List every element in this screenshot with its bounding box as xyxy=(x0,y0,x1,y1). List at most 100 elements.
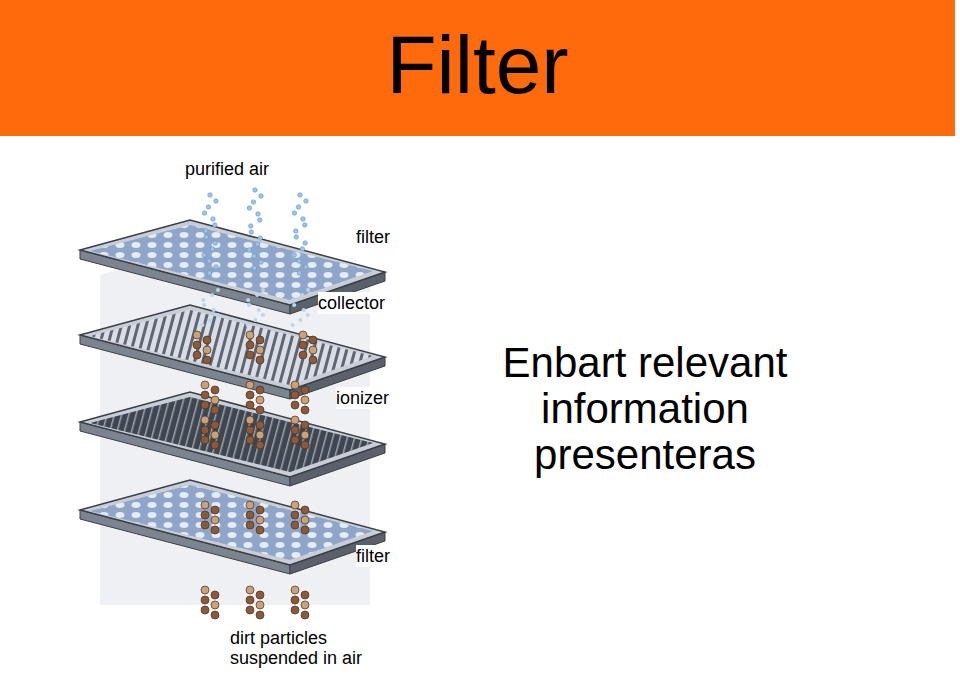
dirt-particle xyxy=(301,526,309,534)
clean-air-bubble xyxy=(210,293,214,297)
dirt-particle xyxy=(201,381,209,389)
clean-air-bubble xyxy=(306,288,310,292)
dirt-particle xyxy=(193,351,201,359)
dirt-particle xyxy=(246,426,254,434)
dirt-particle xyxy=(301,431,309,439)
dirt-particle xyxy=(211,516,219,524)
dirt-particle xyxy=(246,416,254,424)
clean-air-bubble xyxy=(213,241,218,246)
part-label: collector xyxy=(318,292,408,314)
clean-air-bubble xyxy=(306,313,310,317)
dirt-particle xyxy=(211,431,219,439)
dirt-particle xyxy=(211,421,219,429)
clean-air-bubble xyxy=(304,199,309,204)
clean-air-bubble xyxy=(201,298,205,302)
clean-air-bubble xyxy=(297,259,302,264)
clean-air-bubble xyxy=(253,188,258,193)
dirt-particle xyxy=(299,341,307,349)
dirt-particle xyxy=(291,596,299,604)
dirt-particle xyxy=(246,331,254,339)
clean-air-bubble xyxy=(207,259,212,264)
dirt-particle xyxy=(203,346,211,354)
clean-air-bubble xyxy=(256,212,261,217)
clean-air-bubble xyxy=(216,313,220,317)
clean-air-bubble xyxy=(294,229,299,234)
dirt-particle xyxy=(291,606,299,614)
clean-air-bubble xyxy=(251,200,256,205)
dirt-particle xyxy=(299,331,307,339)
dirt-particle xyxy=(256,506,264,514)
clean-air-bubble xyxy=(298,193,303,198)
dirt-particle xyxy=(301,591,309,599)
dirt-particle xyxy=(301,406,309,414)
clean-air-bubble xyxy=(292,303,296,307)
clean-air-bubble xyxy=(249,224,254,229)
dirt-particle xyxy=(291,416,299,424)
dirt-particle xyxy=(201,511,209,519)
dirt-particle xyxy=(246,436,254,444)
dirt-particle xyxy=(193,331,201,339)
clean-air-bubble xyxy=(291,298,295,302)
clean-air-bubble xyxy=(303,241,308,246)
clean-air-bubble xyxy=(300,293,304,297)
clean-air-bubble xyxy=(212,308,216,312)
dirt-particle xyxy=(256,396,264,404)
dirt-particle xyxy=(256,591,264,599)
dirt-particle xyxy=(246,341,254,349)
clean-air-bubble xyxy=(206,205,211,210)
dirt-particle xyxy=(211,406,219,414)
dirt-particle xyxy=(301,396,309,404)
clean-air-bubble xyxy=(252,254,257,259)
dirt-particle xyxy=(211,526,219,534)
dirt-particle xyxy=(246,401,254,409)
clean-air-bubble xyxy=(247,248,252,253)
clean-air-bubble xyxy=(246,298,250,302)
filter-plate xyxy=(80,480,385,574)
clean-air-bubble xyxy=(301,217,306,222)
dirt-particle xyxy=(211,591,219,599)
clean-air-bubble xyxy=(252,266,257,271)
clean-air-bubble xyxy=(208,318,212,322)
clean-air-bubble xyxy=(296,205,301,210)
clean-air-bubble xyxy=(292,253,297,258)
clean-air-bubble xyxy=(257,308,261,312)
dirt-particle xyxy=(291,586,299,594)
dirt-particle xyxy=(301,441,309,449)
dirt-particle xyxy=(211,386,219,394)
clean-air-bubble xyxy=(247,303,251,307)
dirt-particle xyxy=(309,346,317,354)
clean-air-bubble xyxy=(216,288,220,292)
part-label: ionizer xyxy=(336,387,411,409)
dirt-particle xyxy=(211,506,219,514)
clean-air-bubble xyxy=(200,323,204,327)
dirt-particle xyxy=(246,521,254,529)
clean-air-bubble xyxy=(247,206,252,211)
dirt-particle xyxy=(256,601,264,609)
dirt-particle xyxy=(203,356,211,364)
dirt-particle xyxy=(201,596,209,604)
dirt-particle xyxy=(291,511,299,519)
dirt-particle xyxy=(309,336,317,344)
dirt-particle xyxy=(291,381,299,389)
part-label: purified air xyxy=(185,158,305,180)
dirt-particle xyxy=(201,501,209,509)
slide-body-text: Enbart relevant information presenteras xyxy=(480,340,810,478)
dirt-particle xyxy=(256,431,264,439)
dirt-particle xyxy=(256,441,264,449)
dirt-particle xyxy=(201,426,209,434)
clean-air-bubble xyxy=(261,288,265,292)
clean-air-bubble xyxy=(210,247,215,252)
clean-air-bubble xyxy=(259,260,264,265)
part-label: filter xyxy=(356,226,416,248)
clean-air-bubble xyxy=(249,230,254,235)
clean-air-bubble xyxy=(259,194,264,199)
dirt-particle xyxy=(201,391,209,399)
clean-air-bubble xyxy=(207,271,212,276)
dirt-particle xyxy=(256,336,264,344)
collector-plate xyxy=(80,305,385,399)
dirt-particle xyxy=(301,601,309,609)
dirt-particle xyxy=(246,351,254,359)
clean-air-bubble xyxy=(211,217,216,222)
dirt-particle xyxy=(193,341,201,349)
